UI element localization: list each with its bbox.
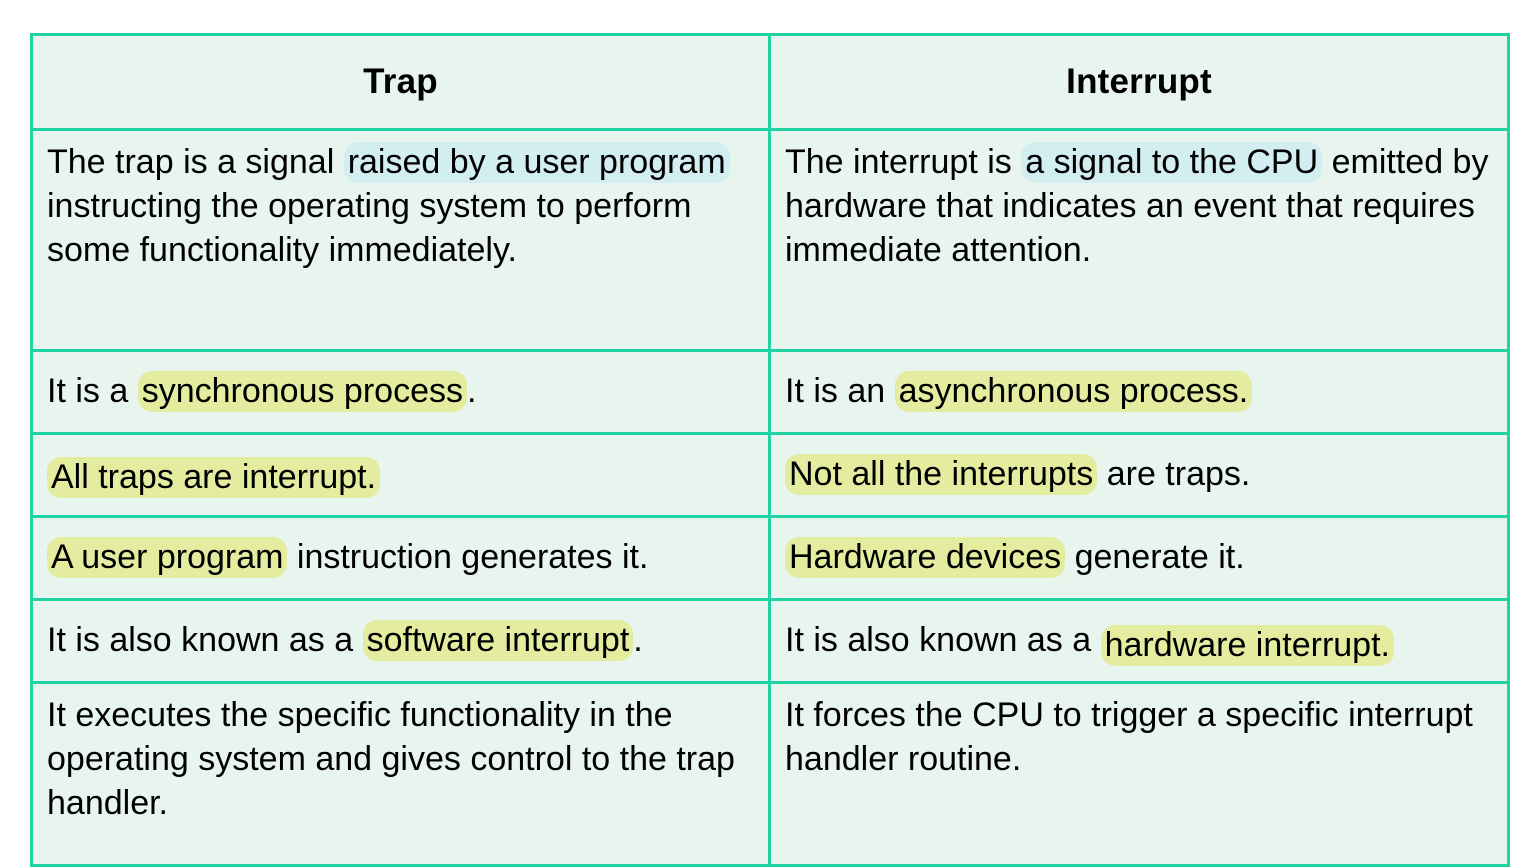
cell-text: It is a synchronous process.	[47, 369, 756, 413]
text-segment: It is also known as a	[785, 620, 1101, 659]
highlight-yellow: synchronous process	[137, 370, 467, 412]
cell-text: All traps are interrupt.	[47, 452, 756, 498]
cell-interrupt-2: It is an asynchronous process.	[768, 349, 1510, 435]
table-row: The trap is a signal raised by a user pr…	[30, 128, 1510, 352]
cell-trap-6: It executes the specific functionality i…	[30, 681, 771, 867]
trap-vs-interrupt-table: Trap Interrupt The trap is a signal rais…	[30, 33, 1510, 867]
text-segment: generate it.	[1065, 537, 1245, 576]
cell-text: The trap is a signal raised by a user pr…	[47, 140, 756, 273]
cell-interrupt-3: Not all the interrupts are traps.	[768, 432, 1510, 518]
cell-text: It is an asynchronous process.	[785, 369, 1495, 413]
cell-text: A user program instruction generates it.	[47, 535, 756, 579]
text-segment: emitted by hardware that indicates an ev…	[785, 143, 1489, 270]
cell-trap-5: It is also known as a software interrupt…	[30, 598, 771, 684]
text-segment: are traps.	[1097, 454, 1251, 493]
table-row: It is also known as a software interrupt…	[30, 598, 1510, 684]
cell-trap-3: All traps are interrupt.	[30, 432, 771, 518]
highlight-yellow: software interrupt	[362, 619, 634, 661]
cell-trap-1: The trap is a signal raised by a user pr…	[30, 128, 771, 352]
table-header-row: Trap Interrupt	[30, 33, 1510, 131]
highlight-yellow: hardware interrupt.	[1100, 624, 1394, 666]
cell-trap-2: It is a synchronous process.	[30, 349, 771, 435]
table-body: The trap is a signal raised by a user pr…	[30, 128, 1510, 867]
cell-trap-4: A user program instruction generates it.	[30, 515, 771, 601]
cell-interrupt-5: It is also known as a hardware interrupt…	[768, 598, 1510, 684]
text-segment: .	[466, 371, 477, 410]
highlight-yellow: Not all the interrupts	[785, 453, 1098, 495]
highlight-blue: a signal to the CPU	[1021, 142, 1323, 183]
cell-interrupt-6: It forces the CPU to trigger a specific …	[768, 681, 1510, 867]
text-segment: The interrupt is	[785, 143, 1022, 181]
highlight-blue: raised by a user program	[343, 142, 730, 183]
table-row: A user program instruction generates it.…	[30, 515, 1510, 601]
cell-interrupt-4: Hardware devices generate it.	[768, 515, 1510, 601]
highlight-yellow: All traps are interrupt.	[47, 456, 381, 498]
text-segment: instructing the operating system to perf…	[47, 187, 692, 270]
text-segment: It is also known as a	[47, 620, 363, 659]
table-row: All traps are interrupt. Not all the int…	[30, 432, 1510, 518]
table-header: Trap Interrupt	[30, 33, 1510, 131]
column-header-interrupt: Interrupt	[768, 33, 1510, 131]
page-root: Trap Interrupt The trap is a signal rais…	[30, 33, 1510, 867]
cell-text: It forces the CPU to trigger a specific …	[785, 696, 1473, 779]
cell-interrupt-1: The interrupt is a signal to the CPU emi…	[768, 128, 1510, 352]
highlight-yellow: Hardware devices	[785, 536, 1066, 578]
text-segment: It is an	[785, 371, 895, 410]
text-segment: .	[633, 620, 643, 659]
cell-text: The interrupt is a signal to the CPU emi…	[785, 140, 1495, 273]
highlight-yellow: asynchronous process.	[894, 370, 1253, 412]
table-row: It executes the specific functionality i…	[30, 681, 1510, 867]
text-segment: instruction generates it.	[287, 537, 649, 576]
highlight-yellow: A user program	[47, 536, 288, 578]
cell-text: It executes the specific functionality i…	[47, 696, 735, 823]
cell-text: Not all the interrupts are traps.	[785, 452, 1495, 496]
table-row: It is a synchronous process. It is an as…	[30, 349, 1510, 435]
text-segment: The trap is a signal	[47, 143, 344, 181]
cell-text: It is also known as a hardware interrupt…	[785, 618, 1495, 666]
cell-text: It is also known as a software interrupt…	[47, 618, 756, 662]
cell-text: Hardware devices generate it.	[785, 535, 1495, 579]
column-header-trap: Trap	[30, 33, 771, 131]
text-segment: It is a	[47, 371, 138, 410]
